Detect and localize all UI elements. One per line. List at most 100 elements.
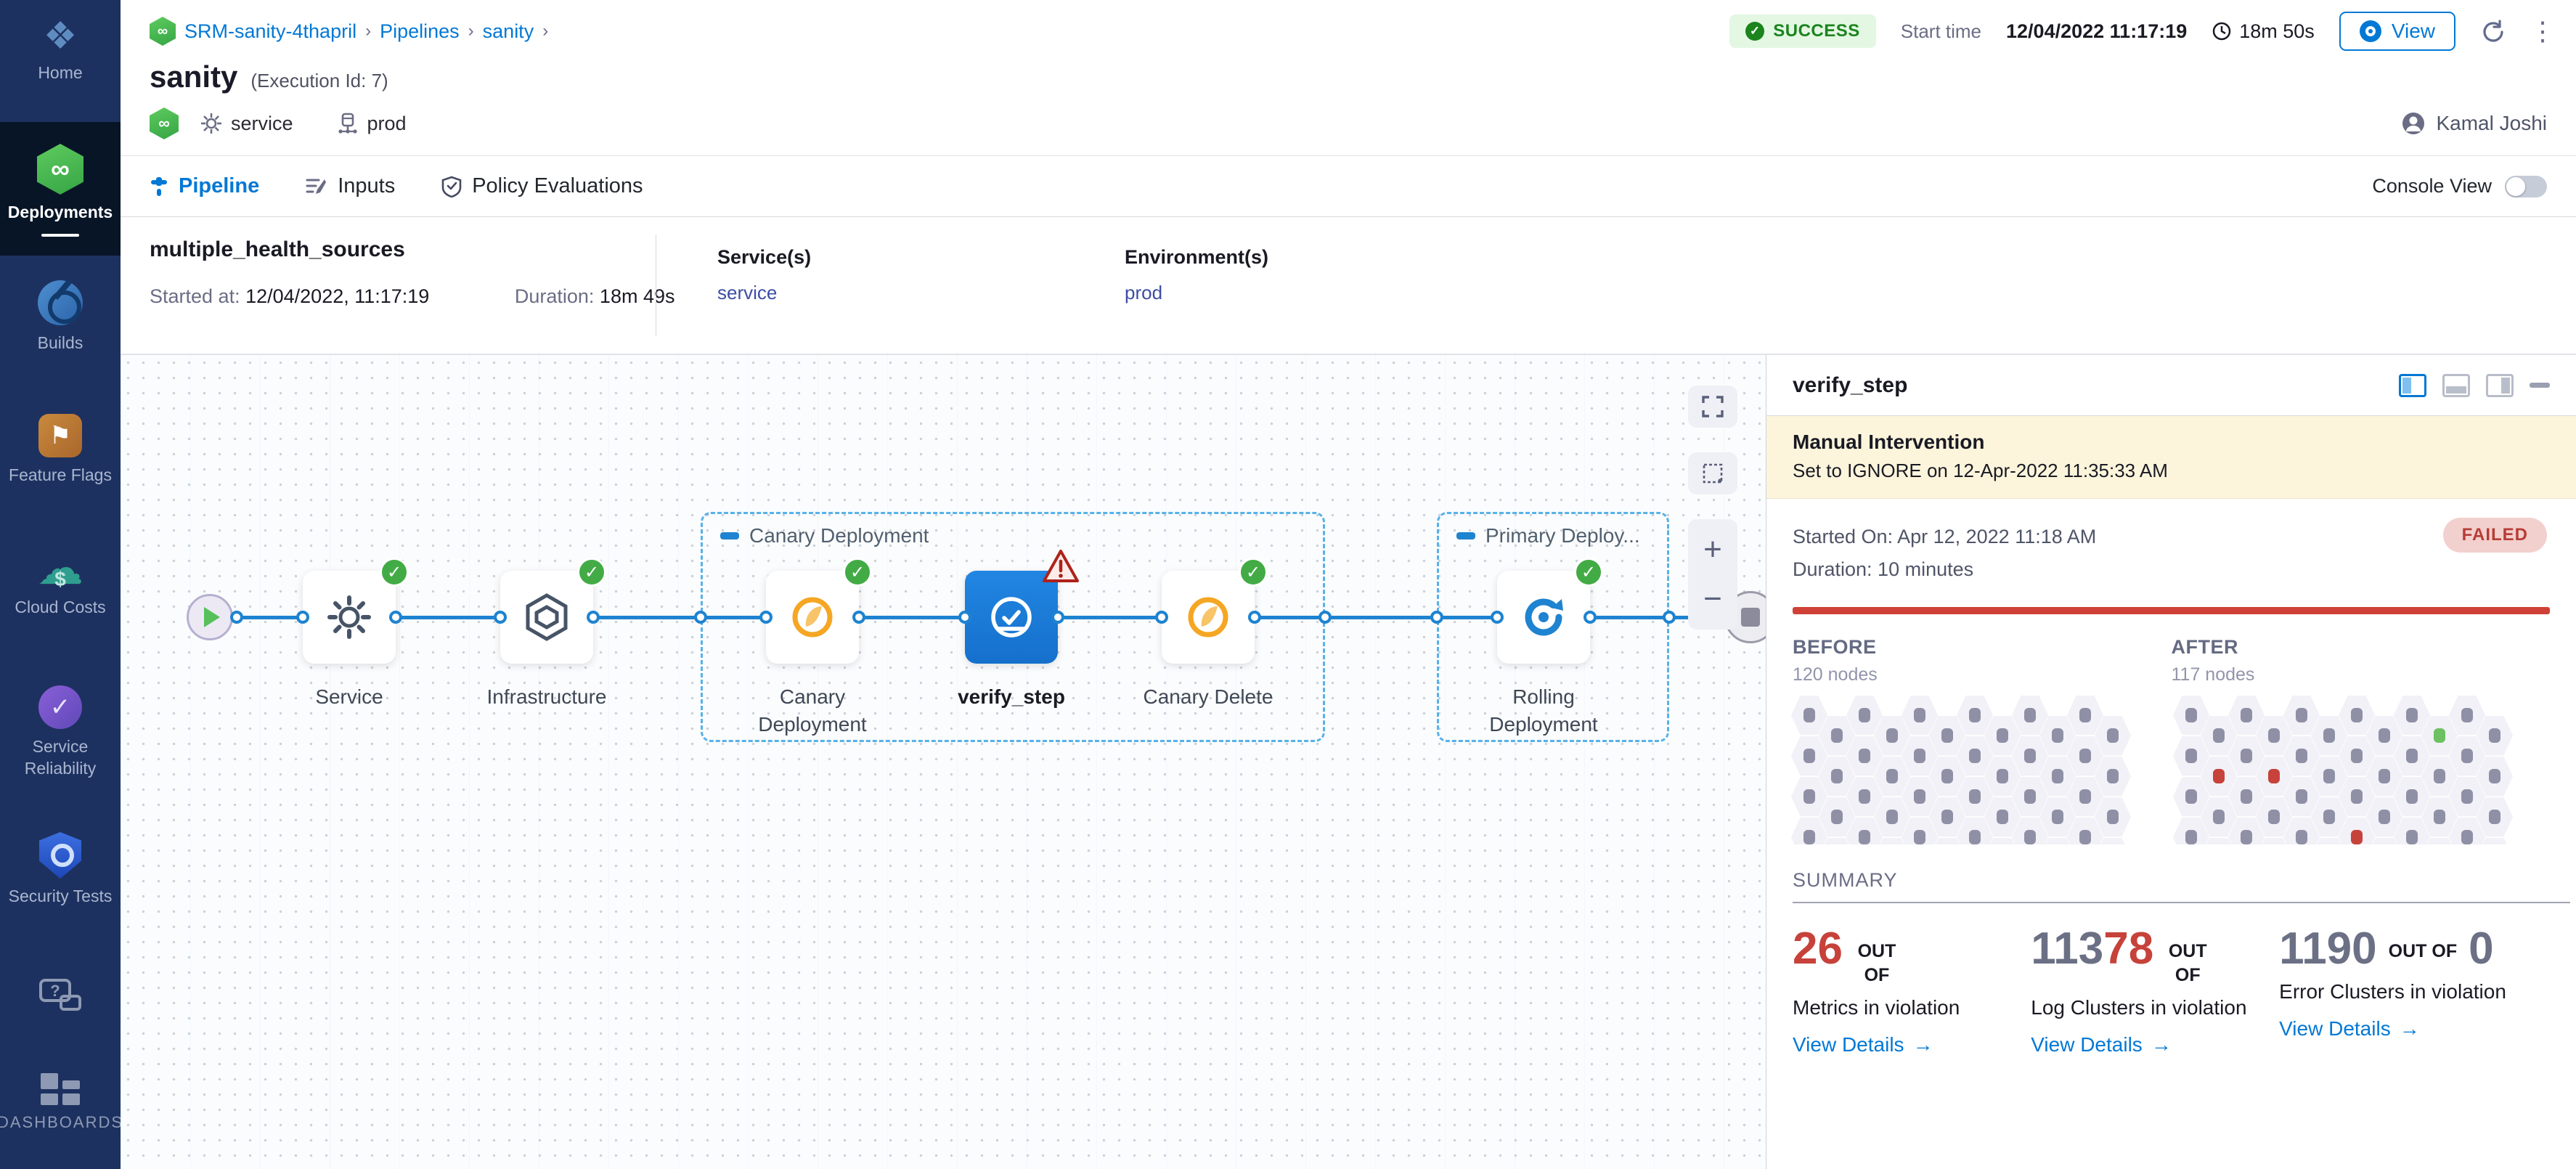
before-hex-grid[interactable] [1791, 696, 2132, 845]
breadcrumb-pipelines[interactable]: Pipelines [380, 20, 460, 42]
environment-tag[interactable]: prod [337, 113, 407, 135]
sidebar-item-cloud-costs[interactable]: ☁$ Cloud Costs [0, 545, 121, 619]
builds-icon [38, 280, 83, 325]
layout-left-icon[interactable] [2399, 373, 2426, 397]
hex-node-status-dot [1886, 810, 1898, 825]
group-canary-label[interactable]: Canary Deployment [720, 524, 929, 547]
manual-intervention-banner: Manual Intervention Set to IGNORE on 12-… [1766, 416, 2576, 499]
node-label-verify-step[interactable]: verify_step [958, 685, 1065, 708]
hex-node-status-dot [1914, 708, 1925, 723]
connector-dot [1430, 611, 1443, 624]
collapse-icon[interactable] [1456, 532, 1475, 539]
hex-node[interactable] [2421, 838, 2458, 845]
sidebar-item-dashboards[interactable]: DASHBOARDS [0, 1073, 122, 1133]
hex-node[interactable] [1984, 838, 2021, 845]
node-canary-delete[interactable]: ✓ [1162, 558, 1268, 664]
hex-node[interactable] [2366, 838, 2402, 845]
hex-node[interactable] [2039, 838, 2076, 845]
zoom-out-button[interactable]: − [1703, 581, 1722, 616]
hex-node-status-dot [1886, 769, 1898, 784]
zoom-in-button[interactable]: + [1703, 531, 1722, 567]
hex-node-status-dot [2213, 769, 2225, 784]
view-button[interactable]: View [2339, 12, 2455, 51]
hex-node[interactable] [2256, 838, 2292, 845]
sidebar-item-service-reliability[interactable]: ✓ Service Reliability [0, 685, 121, 780]
console-view-toggle[interactable] [2505, 175, 2547, 197]
service-tag[interactable]: service [200, 113, 293, 135]
hex-node[interactable] [2012, 818, 2048, 845]
node-verify-step[interactable] [965, 550, 1079, 664]
tab-policy-evaluations[interactable]: Policy Evaluations [441, 156, 643, 216]
sidebar-item-home[interactable]: ❖ Home [0, 17, 121, 84]
log-clusters-view-details-link[interactable]: View Details→ [2031, 1032, 2172, 1056]
tab-inputs[interactable]: Inputs [306, 156, 395, 216]
before-column: BEFORE 120 nodes [1793, 636, 2172, 685]
feature-flags-icon: ⚑ [38, 414, 82, 457]
node-label-canary-deployment[interactable]: Canary Deployment [758, 685, 867, 736]
breadcrumb-pipeline[interactable]: sanity [482, 20, 534, 42]
out-of-label: OUT OF [1857, 941, 1896, 985]
hex-node-status-dot [2461, 749, 2473, 764]
more-options-button[interactable]: ⋮ [2530, 16, 2556, 46]
node-rolling-deployment[interactable]: ✓ [1497, 558, 1603, 664]
node-label-canary-delete[interactable]: Canary Delete [1143, 685, 1273, 708]
hex-node-status-dot [2241, 749, 2252, 764]
started-at-value: 12/04/2022, 11:17:19 [245, 285, 430, 307]
hex-node[interactable] [2477, 838, 2513, 845]
pipeline-canvas[interactable]: Canary Deployment Primary Deploy... [121, 355, 1766, 1169]
hex-node-status-dot [2107, 810, 2119, 825]
hex-node[interactable] [1819, 838, 1855, 845]
environment-link[interactable]: prod [1125, 282, 1163, 304]
node-service[interactable]: ✓ [303, 558, 409, 664]
error-clusters-view-details-link[interactable]: View Details→ [2279, 1017, 2420, 1040]
chat-help-icon: ? [39, 979, 81, 1011]
metrics-view-details-link[interactable]: View Details→ [1793, 1032, 1933, 1056]
deployments-icon: ∞ [37, 144, 83, 195]
sidebar-item-label: Deployments [7, 203, 113, 221]
refresh-button[interactable] [2480, 19, 2505, 44]
infrastructure-icon [526, 593, 568, 641]
hex-node-status-dot [1997, 810, 2008, 825]
hex-node[interactable] [2311, 838, 2347, 845]
sidebar-item-feature-flags[interactable]: ⚑ Feature Flags [0, 414, 121, 486]
hex-node[interactable] [1874, 838, 1910, 845]
fit-to-screen-button[interactable] [1688, 452, 1737, 494]
group-primary-label[interactable]: Primary Deploy... [1456, 524, 1640, 547]
hex-node-status-dot [2351, 749, 2363, 764]
success-badge-icon: ✓ [380, 558, 409, 587]
connector-dot [1583, 611, 1597, 624]
execution-meta: ✓ SUCCESS Start time 12/04/2022 11:17:19… [1729, 12, 2556, 51]
service-tag-label: service [231, 112, 293, 134]
node-label-rolling-deployment[interactable]: Rolling Deployment [1489, 685, 1598, 736]
sidebar-item-deployments[interactable]: ∞ Deployments [0, 122, 121, 256]
hex-node-status-dot [2052, 769, 2063, 784]
service-link[interactable]: service [717, 282, 778, 304]
hex-node-status-dot [2107, 769, 2119, 784]
start-node[interactable] [187, 594, 233, 640]
user-chip[interactable]: Kamal Joshi [2401, 111, 2547, 136]
home-icon: ❖ [43, 15, 78, 57]
breadcrumb-project[interactable]: SRM-sanity-4thapril [184, 20, 357, 42]
collapse-icon[interactable] [720, 532, 739, 539]
hex-node[interactable] [2201, 838, 2237, 845]
node-label-infrastructure[interactable]: Infrastructure [486, 685, 607, 708]
layout-bottom-icon[interactable] [2442, 373, 2470, 397]
node-infrastructure[interactable]: ✓ [500, 558, 606, 664]
node-label-service[interactable]: Service [315, 685, 383, 708]
hex-node-status-dot [1803, 789, 1815, 805]
eye-icon [2359, 20, 2381, 42]
before-label: BEFORE [1793, 636, 1877, 659]
after-hex-grid[interactable] [2173, 696, 2514, 845]
sidebar-item-help-chat[interactable]: ? [0, 979, 121, 1011]
hex-node[interactable] [1929, 838, 1965, 845]
node-canary-deployment[interactable]: ✓ [766, 558, 872, 664]
hex-node[interactable] [2095, 838, 2131, 845]
minimize-panel-icon[interactable] [2530, 383, 2550, 388]
fullscreen-button[interactable] [1688, 386, 1737, 428]
hex-node-status-dot [2079, 789, 2091, 805]
sidebar-item-security-tests[interactable]: Security Tests [0, 832, 121, 908]
sidebar-item-builds[interactable]: Builds [0, 280, 121, 354]
tab-pipeline[interactable]: Pipeline [150, 156, 259, 216]
layout-right-icon[interactable] [2486, 373, 2514, 397]
